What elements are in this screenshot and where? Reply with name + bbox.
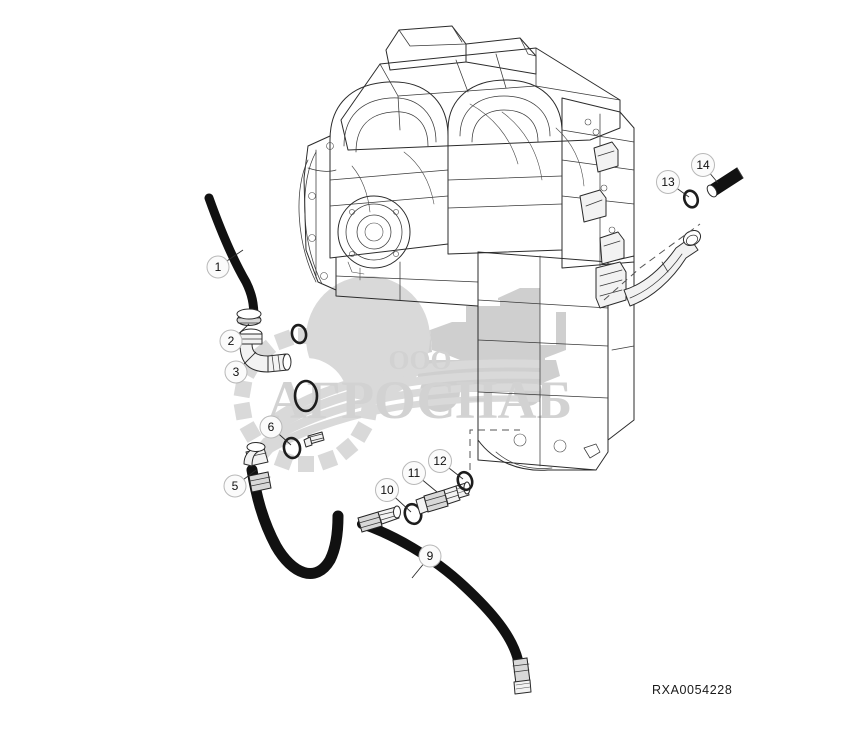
part-13-o-ring <box>682 189 700 209</box>
part-4-o-ring <box>290 323 308 345</box>
callout-1[interactable]: 1 <box>206 255 230 279</box>
assembly-dash-lower <box>469 429 520 470</box>
callout-12-label: 12 <box>433 454 447 468</box>
callout-10-label: 10 <box>380 483 394 497</box>
callout-3-label: 3 <box>233 365 240 379</box>
callout-9[interactable]: 9 <box>418 544 442 568</box>
watermark: ООО АГРОСНАБ <box>233 276 572 472</box>
callout-2[interactable]: 2 <box>219 329 243 353</box>
callout-2-label: 2 <box>228 334 235 348</box>
part-5-hose <box>243 442 344 579</box>
callout-11-label: 11 <box>408 466 421 480</box>
callout-11[interactable]: 11 <box>402 461 426 485</box>
part-11-coupling <box>415 481 471 515</box>
callout-13[interactable]: 13 <box>656 170 680 194</box>
callout-1-label: 1 <box>215 260 222 274</box>
callout-group: 1 2 3 5 6 9 10 11 <box>206 153 719 579</box>
part-3-elbow-fitting <box>239 328 292 373</box>
part-9-hose <box>357 519 532 695</box>
assembly-dash-upper <box>603 223 701 301</box>
hose-9-end-coupling <box>357 505 401 533</box>
part-1-hose <box>204 193 259 323</box>
callout-13-label: 13 <box>661 175 675 189</box>
callout-10[interactable]: 10 <box>375 478 399 502</box>
part-14-tube-plug <box>706 167 744 198</box>
part-8-o-ring <box>293 379 319 413</box>
callout-14[interactable]: 14 <box>691 153 715 177</box>
callout-5[interactable]: 5 <box>223 474 247 498</box>
callout-3[interactable]: 3 <box>224 360 248 384</box>
part-12-o-ring <box>456 470 474 492</box>
watermark-prefix: ООО <box>388 345 451 375</box>
field-swoosh <box>262 359 540 456</box>
callout-5-label: 5 <box>232 479 239 493</box>
callout-12[interactable]: 12 <box>428 449 452 473</box>
callout-14-label: 14 <box>696 158 710 172</box>
part-2-clamp <box>236 308 262 326</box>
watermark-name: АГРОСНАБ <box>268 370 572 430</box>
part-6-o-ring <box>282 436 302 460</box>
part-number: RXA0054228 <box>652 683 732 697</box>
callout-6[interactable]: 6 <box>259 415 283 439</box>
callout-9-label: 9 <box>427 549 434 563</box>
callout-6-label: 6 <box>268 420 275 434</box>
transmission-housing <box>298 25 635 471</box>
right-tube <box>623 229 702 307</box>
part-7-fitting <box>303 431 325 448</box>
